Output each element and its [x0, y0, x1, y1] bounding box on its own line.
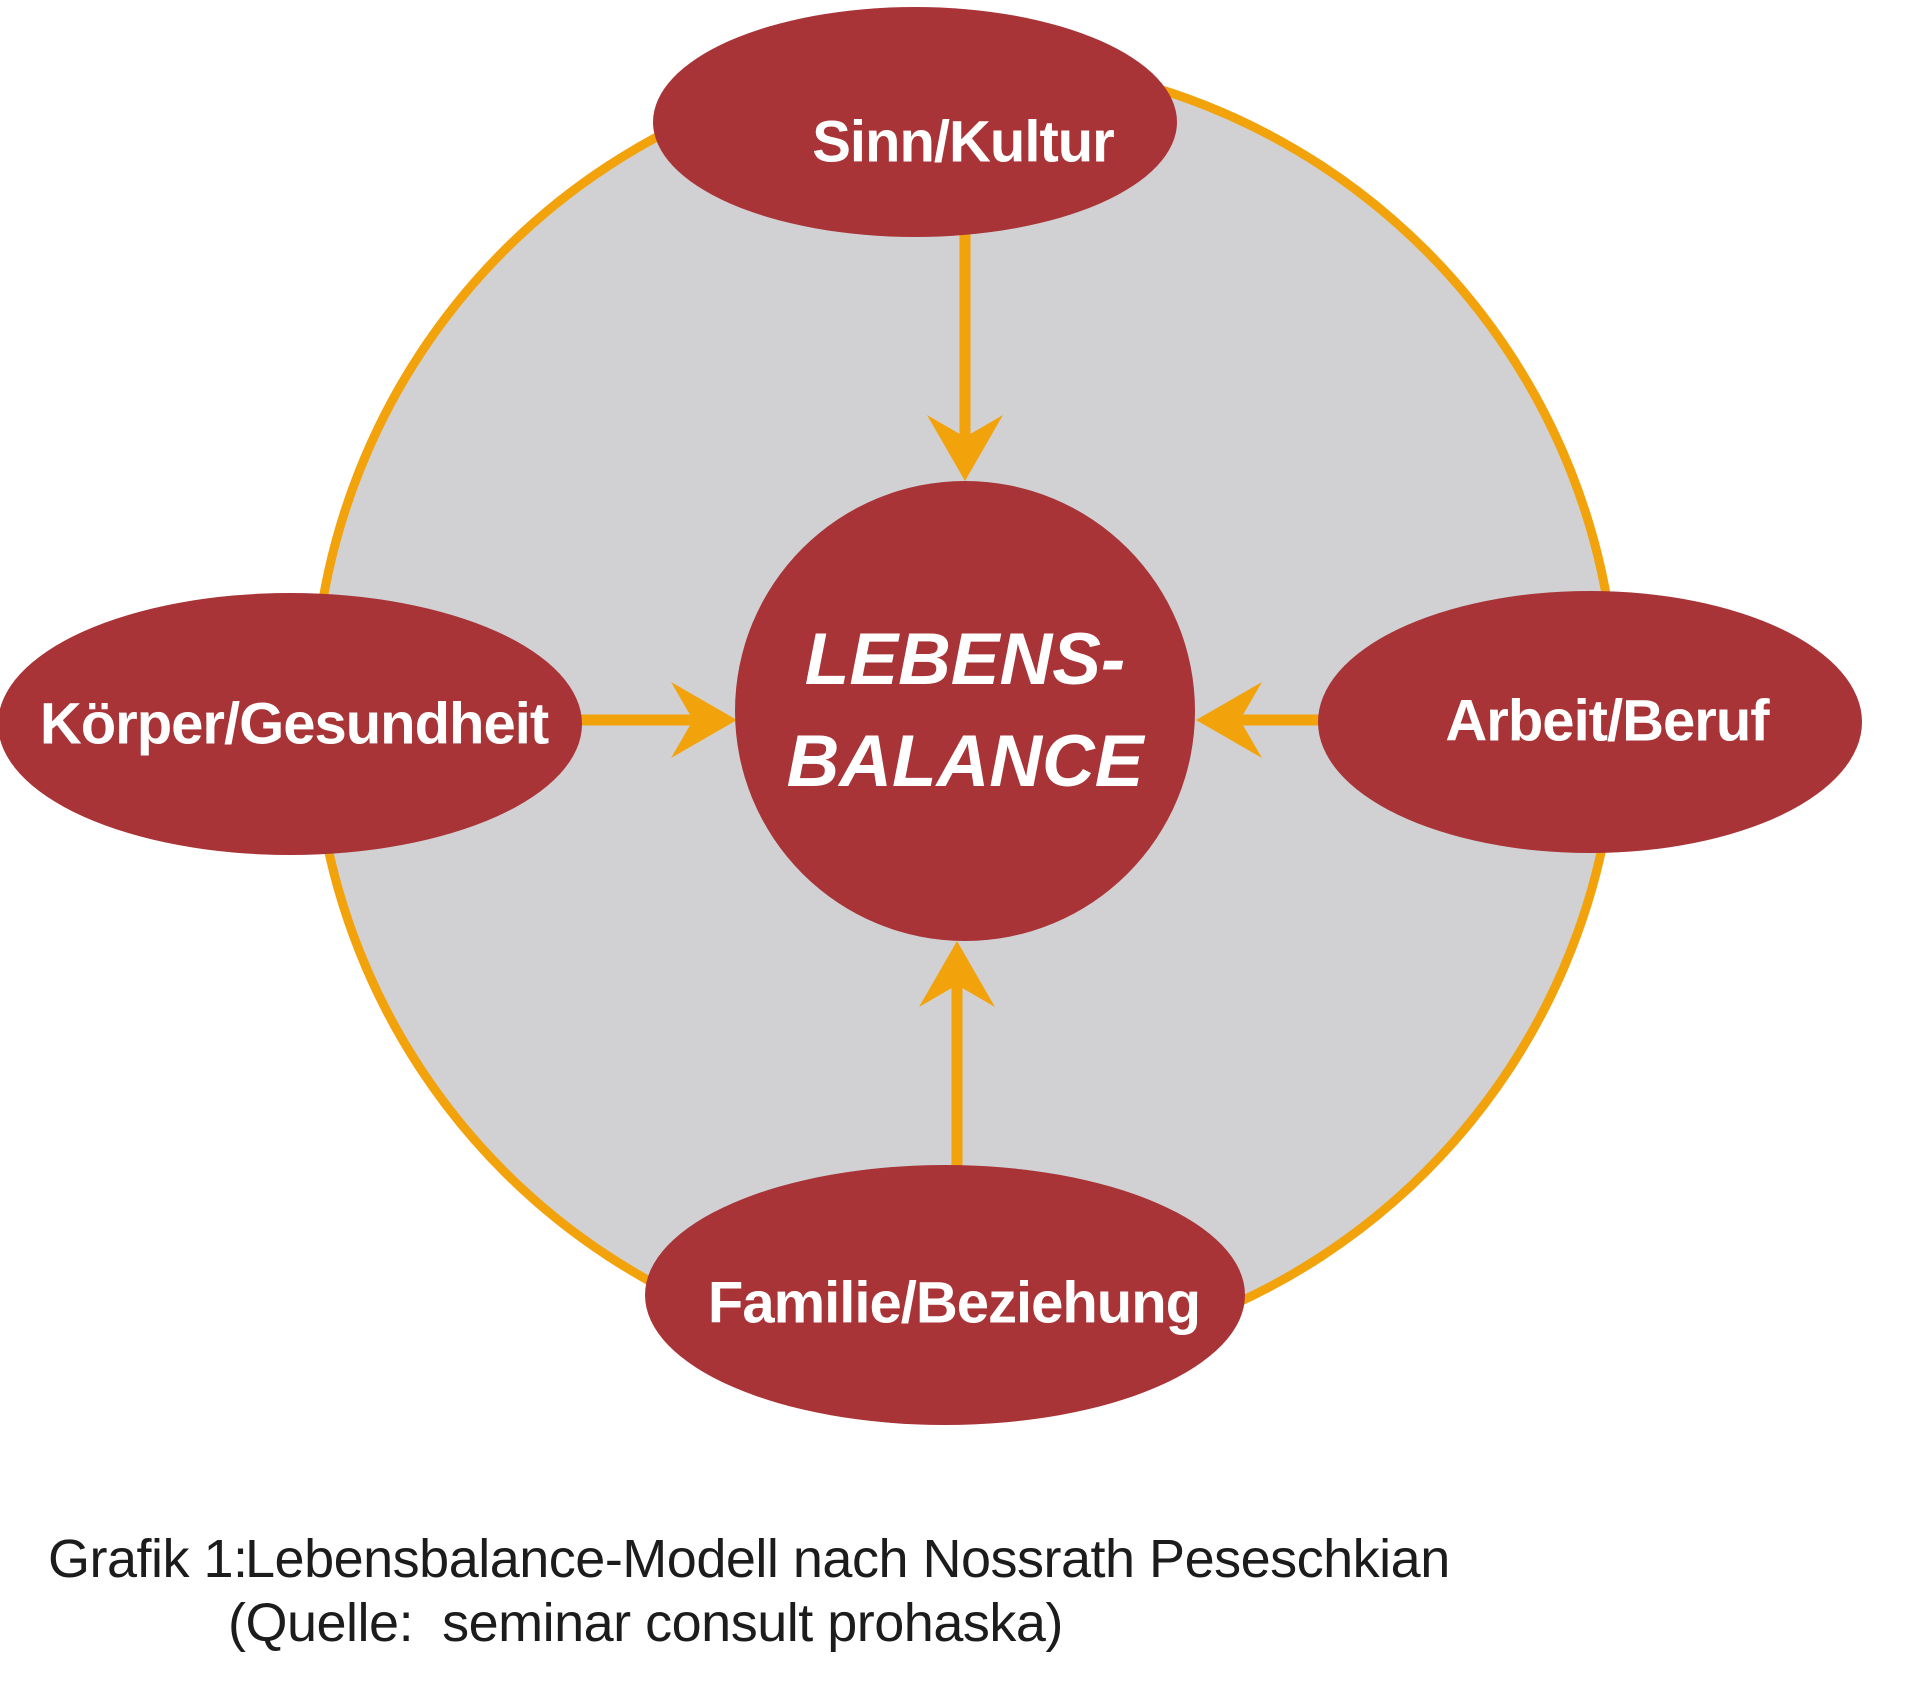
arrow-top-icon [927, 232, 1003, 481]
center-circle: LEBENS- BALANCE [735, 481, 1195, 941]
node-sinn-kultur [653, 7, 1177, 237]
label-koerper-gesundheit: Körper/Gesundheit [39, 691, 549, 757]
label-arbeit-beruf: Arbeit/Beruf [1445, 688, 1769, 754]
node-familie-beziehung [645, 1165, 1245, 1425]
caption-title: Lebensbalance-Modell nach Nossrath Peses… [245, 1529, 1450, 1589]
arrow-left-icon [575, 682, 737, 758]
arrow-right-icon [1196, 682, 1320, 758]
caption-figure-label: Grafik 1: [48, 1529, 248, 1589]
arrow-bottom-icon [919, 941, 995, 1167]
label-sinn-kultur: Sinn/Kultur [812, 109, 1115, 175]
center-label-line2: BALANCE [786, 721, 1144, 802]
center-label-line1: LEBENS- [804, 619, 1126, 700]
node-arbeit-beruf [1318, 591, 1862, 853]
label-familie-beziehung: Familie/Beziehung [707, 1270, 1201, 1336]
node-koerper-gesundheit [0, 593, 582, 855]
caption-source: (Quelle: seminar consult prohaska) [228, 1593, 1063, 1653]
